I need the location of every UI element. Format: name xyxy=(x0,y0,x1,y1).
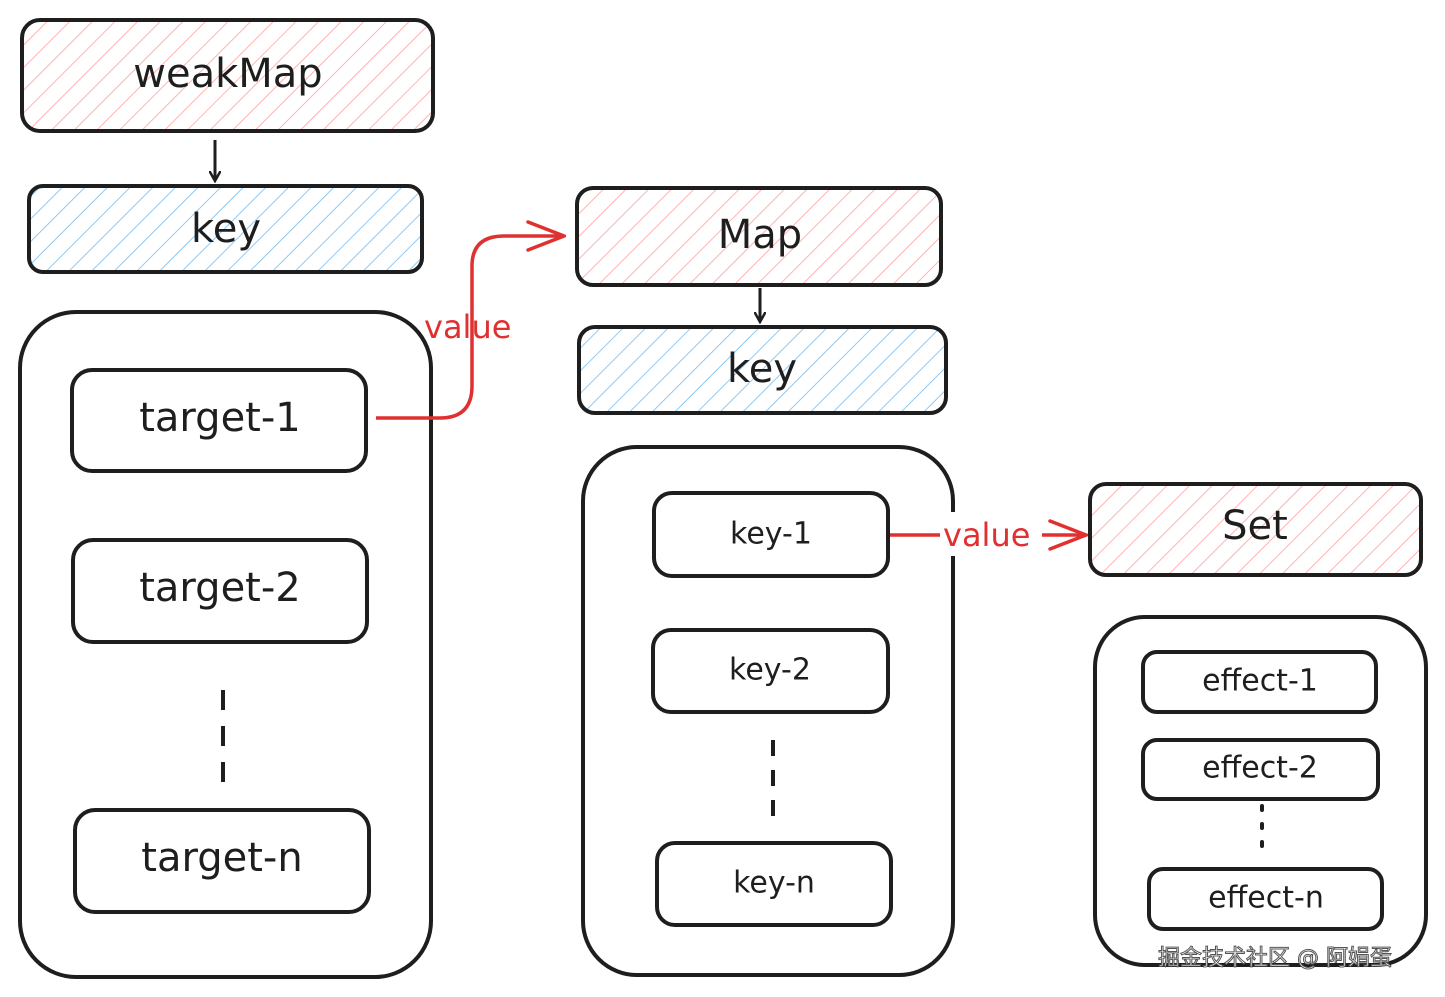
effect-n-label: effect-n xyxy=(1208,881,1324,916)
map-title-box: Map xyxy=(575,186,943,287)
effect-1-label: effect-1 xyxy=(1202,664,1318,699)
target-1-label: target-1 xyxy=(139,395,301,441)
target-n-box: target-n xyxy=(73,808,371,914)
map-key-label: key xyxy=(727,346,797,392)
weakmap-key-label: key xyxy=(191,206,261,252)
target-2-label: target-2 xyxy=(139,565,301,611)
effect-1-box: effect-1 xyxy=(1141,650,1378,714)
key-n-label: key-n xyxy=(733,866,815,901)
key-1-label: key-1 xyxy=(730,517,812,552)
effect-n-box: effect-n xyxy=(1147,867,1384,931)
value-label-2-bg xyxy=(940,512,1042,556)
key-2-label: key-2 xyxy=(729,653,811,688)
target-n-label: target-n xyxy=(141,835,302,881)
key-2-box: key-2 xyxy=(651,628,890,714)
set-effects-container xyxy=(1093,615,1428,967)
effect-2-box: effect-2 xyxy=(1141,738,1380,801)
watermark: 掘金技术社区 @ 阿娟蛋 xyxy=(1158,946,1393,972)
weakmap-title-box: weakMap xyxy=(20,18,435,133)
target-2-box: target-2 xyxy=(71,538,369,644)
map-title: Map xyxy=(718,212,802,258)
set-title-box: Set xyxy=(1088,482,1423,577)
weakmap-key-box: key xyxy=(27,184,424,274)
key-1-box: key-1 xyxy=(652,491,890,578)
target-1-box: target-1 xyxy=(70,368,368,473)
map-key-box: key xyxy=(577,325,948,415)
set-title: Set xyxy=(1222,503,1288,549)
weakmap-title: weakMap xyxy=(133,51,322,97)
map-keys-container xyxy=(581,445,955,977)
value-label-2: value xyxy=(943,516,1030,554)
target-to-map-arrow xyxy=(376,236,564,420)
weakmap-targets-container xyxy=(18,310,433,979)
key-n-box: key-n xyxy=(655,841,893,927)
value-label-1: value xyxy=(424,308,511,346)
effect-2-label: effect-2 xyxy=(1202,751,1318,786)
